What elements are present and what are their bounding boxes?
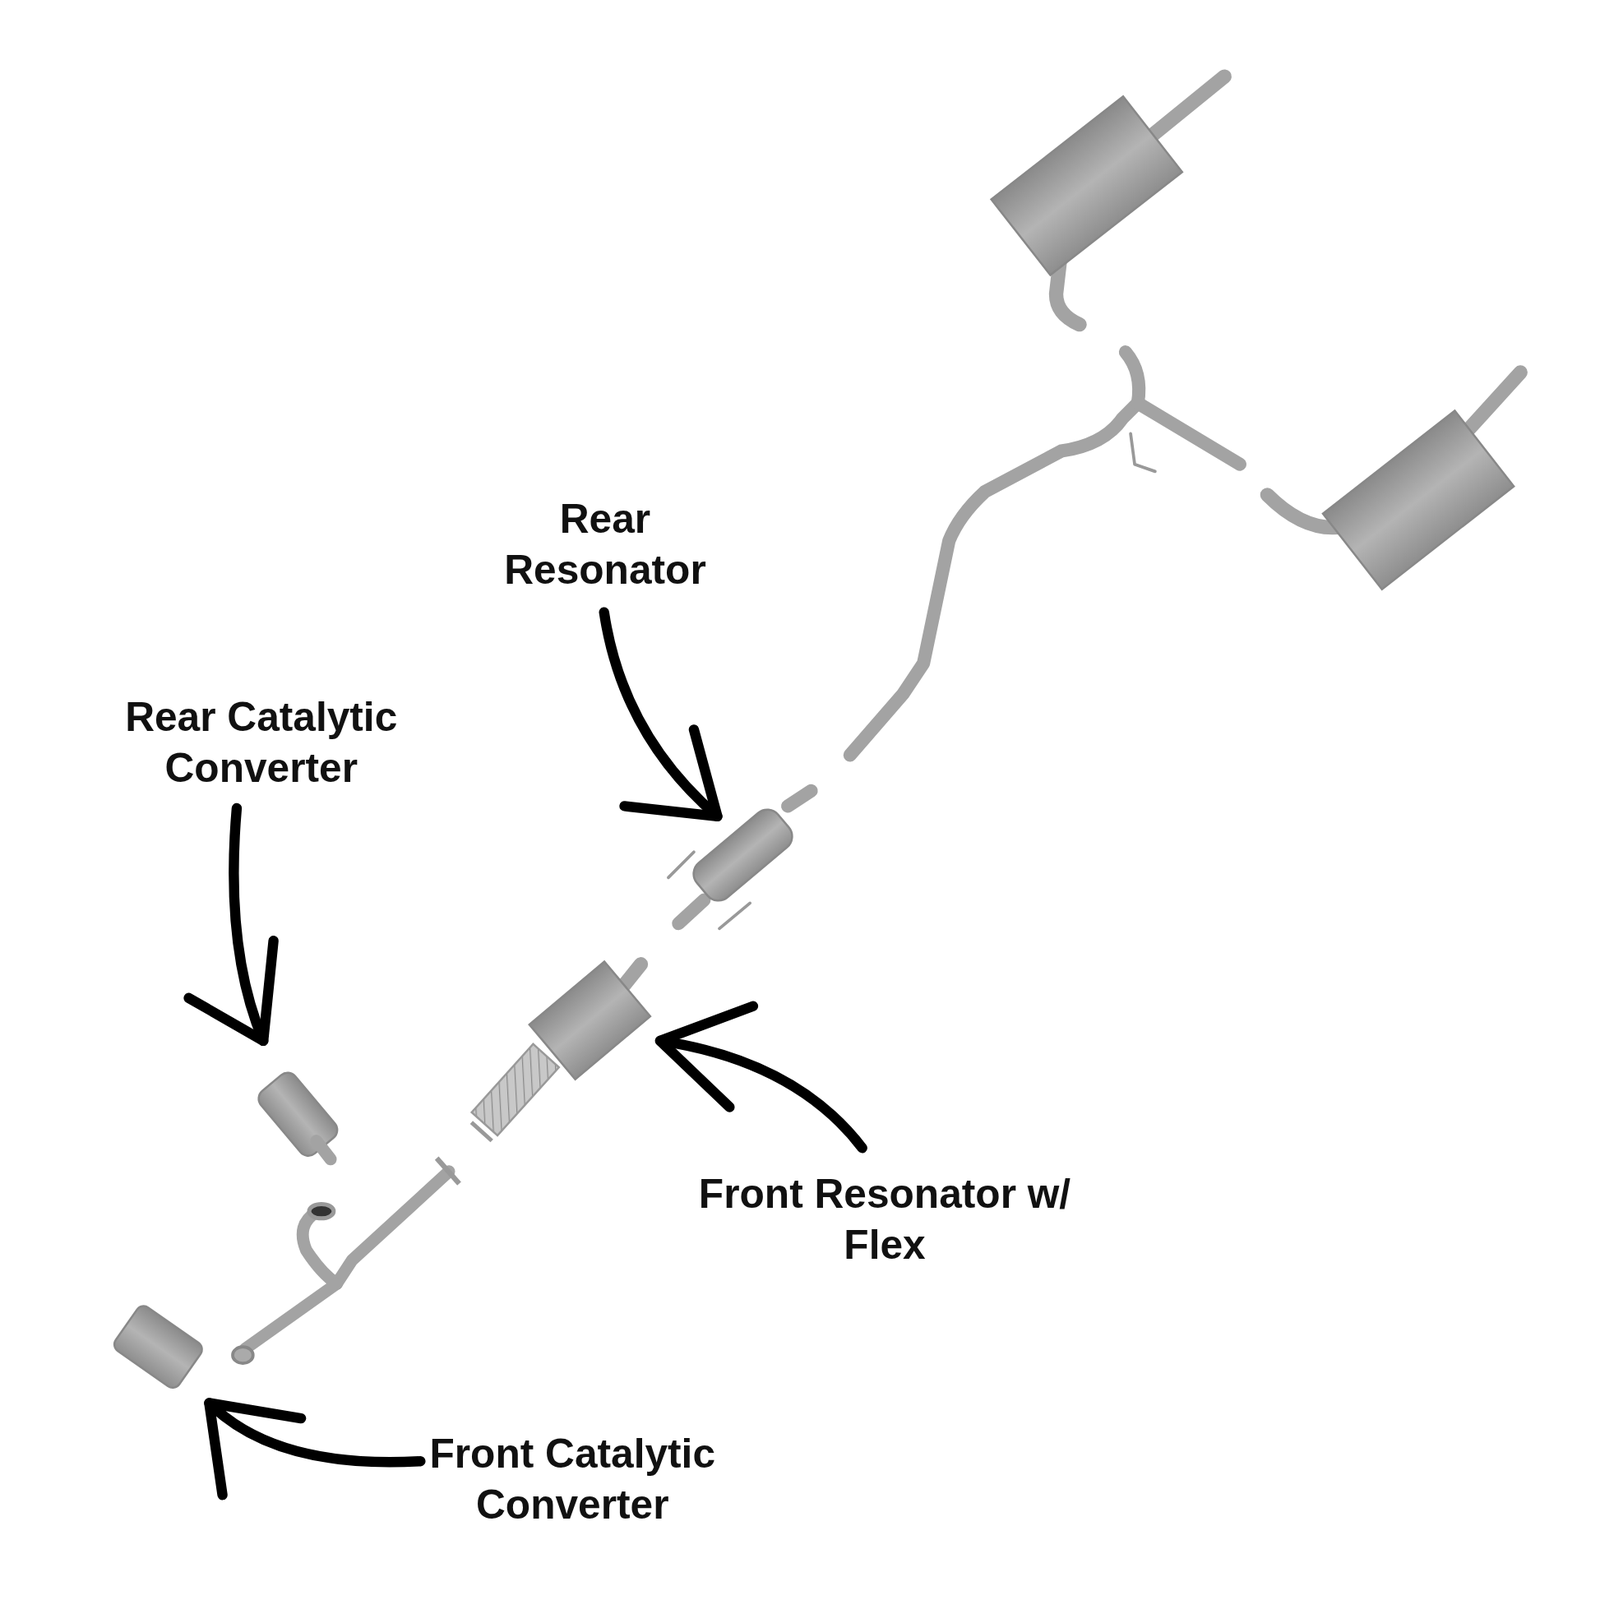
leader-arrows <box>189 612 863 1496</box>
part-label: Rear Resonator <box>467 492 743 595</box>
part-label: Front Resonator w/ Flex <box>685 1168 1084 1271</box>
part-label: Rear Catalytic Converter <box>67 690 456 793</box>
part-label: Front Catalytic Converter <box>368 1427 777 1530</box>
